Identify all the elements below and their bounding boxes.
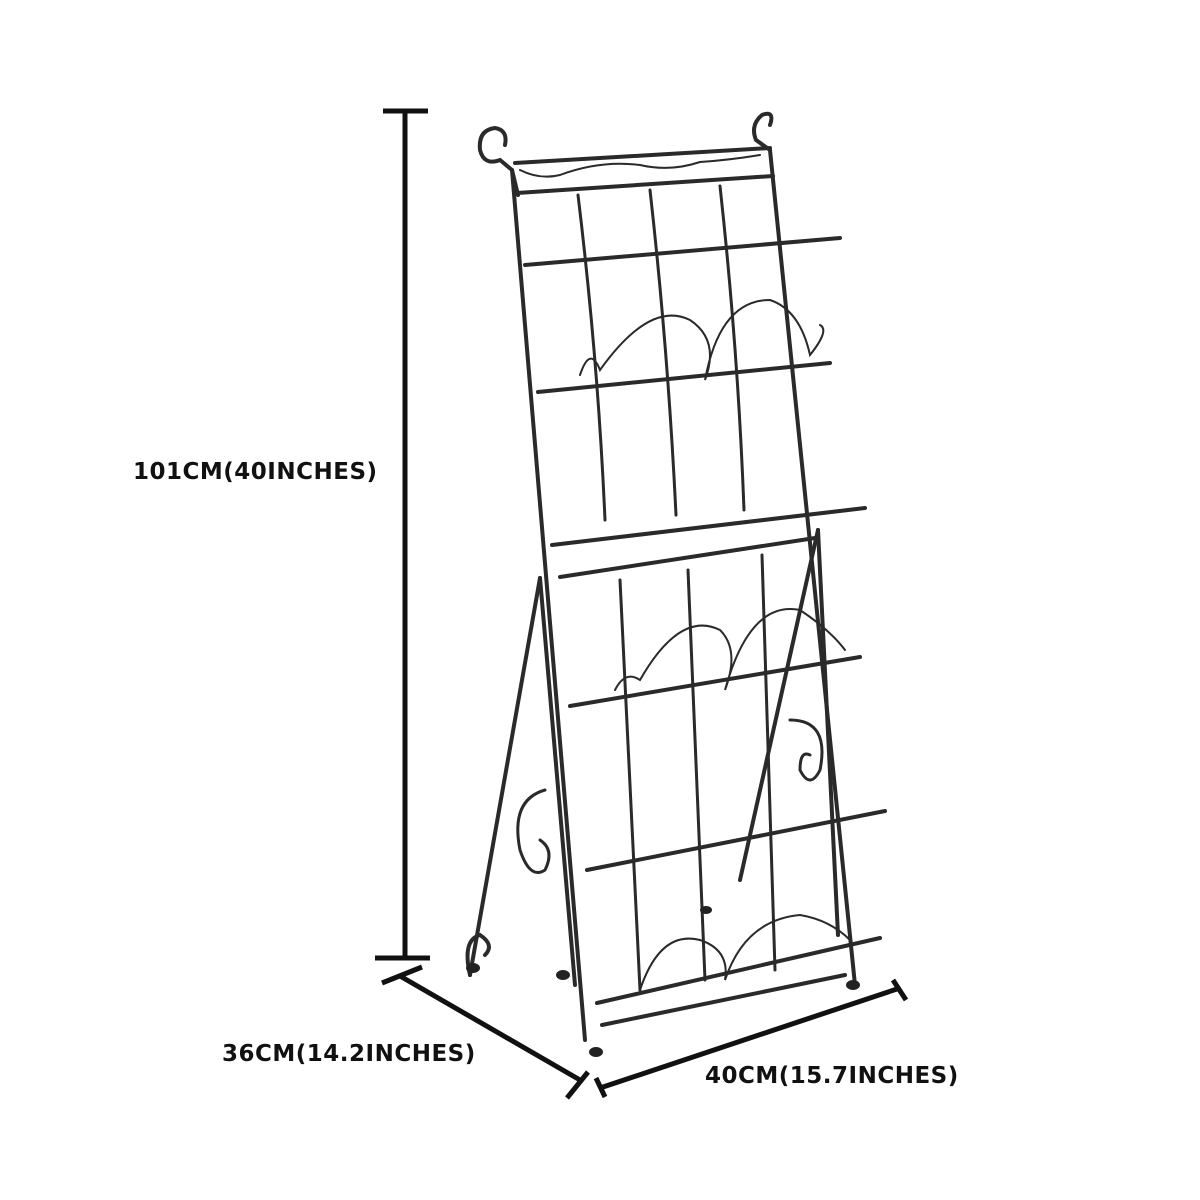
rack-frame — [465, 111, 887, 1042]
depth-dimension-line — [381, 964, 590, 1100]
depth-dimension-label: 36CM(14.2INCHES) — [222, 1041, 476, 1067]
rack-feet — [466, 906, 860, 1057]
width-dimension-line — [593, 978, 909, 1099]
height-dimension-line — [375, 108, 430, 961]
width-dimension-label: 40CM(15.7INCHES) — [705, 1063, 959, 1089]
height-dimension-label: 101CM(40INCHES) — [133, 459, 378, 485]
